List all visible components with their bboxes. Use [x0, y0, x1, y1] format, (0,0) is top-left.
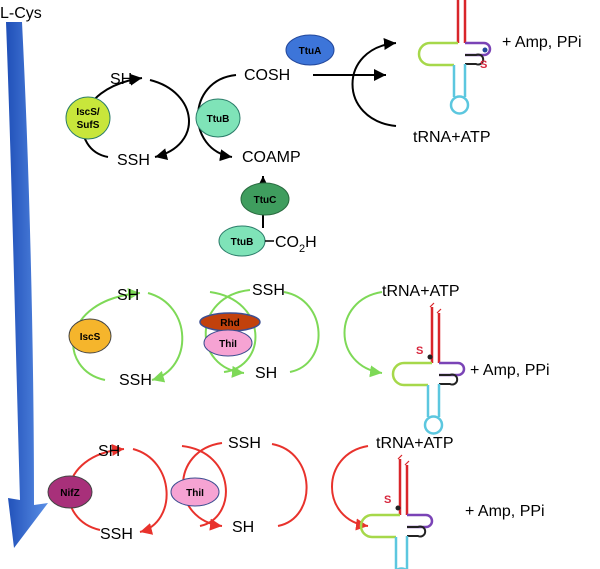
product-label-3: + Amp, PPi: [465, 503, 545, 520]
sulfur-label-2: S: [416, 345, 423, 357]
iscs-sufs-enzyme: [65, 96, 111, 140]
thii-enzyme-3: [170, 477, 220, 507]
sh-label-1: SH: [110, 71, 132, 88]
pathway-1: SH SSH COSH COAMP IscS/ SufS TtuB TtuA T…: [65, 0, 582, 257]
sh-right-2: SH: [255, 365, 277, 382]
product-label-2: + Amp, PPi: [470, 362, 550, 379]
ttub-carrier-label: TtuB: [207, 114, 230, 125]
trna-structure-2: [391, 301, 466, 435]
pathway-2: SH SSH SSH SH IscS Rhd ThiI tRNA+ATP S +…: [68, 282, 550, 435]
l-cys-label: L-Cys: [0, 5, 42, 22]
sulfur-label-3: S: [384, 494, 391, 506]
ttub-carrier-enzyme: [195, 98, 241, 138]
arc-trna-atp-1: [351, 38, 397, 127]
ttua-label: TtuA: [299, 46, 322, 57]
arc-trna-atp-3b: [271, 443, 308, 527]
co2h-label: CO2H: [275, 234, 317, 255]
arc-sh-to-ssh-2: [147, 292, 184, 383]
ttub-bottom-label: TtuB: [231, 237, 254, 248]
ssh-right-2: SSH: [252, 282, 285, 299]
trna-atp-label-2: tRNA+ATP: [382, 283, 460, 300]
ttua-enzyme: [285, 34, 335, 66]
ssh-left-3: SSH: [100, 526, 133, 543]
sh-right-3: SH: [232, 519, 254, 536]
iscs-label: IscS: [80, 332, 101, 343]
cosh-label: COSH: [244, 67, 290, 84]
sulfur-dot-2: [427, 354, 433, 360]
thii-label-3: ThiI: [186, 488, 204, 499]
arc-trna-atp-2b: [283, 291, 320, 373]
trna-atp-label-1: tRNA+ATP: [413, 129, 491, 146]
thii-label-2: ThiI: [219, 339, 237, 350]
trna-atp-label-3: tRNA+ATP: [376, 435, 454, 452]
sulfur-dot-3: [395, 505, 401, 511]
sh-left-2: SH: [117, 287, 139, 304]
arc-thii-sh-3: [181, 445, 227, 527]
iscs-sufs-line2: SufS: [77, 120, 100, 131]
product-label-1: + Amp, PPi: [502, 34, 582, 51]
sh-left-3: SH: [98, 443, 120, 460]
arc-sh-to-ssh-1: [149, 79, 190, 160]
nifz-label: NifZ: [60, 488, 79, 499]
ttuc-label: TtuC: [254, 195, 277, 206]
arc-thii-sh-2: [209, 291, 257, 373]
arc-thii-ssh-2: [204, 289, 251, 378]
ssh-right-3: SSH: [228, 435, 261, 452]
ssh-left-2: SSH: [119, 372, 152, 389]
ssh-label-1: SSH: [117, 152, 150, 169]
arc-trna-atp-3: [331, 445, 369, 531]
l-cys-flow-arrow: [6, 22, 48, 548]
arc-sh-to-ssh-3: [132, 448, 168, 535]
iscs-sufs-line1: IscS/: [76, 107, 100, 118]
nifz-enzyme: [47, 475, 93, 509]
trna-structure-1: [417, 0, 492, 115]
ttuc-enzyme: [240, 182, 290, 216]
sulfur-label-1: S: [480, 59, 487, 71]
iscs-enzyme: [68, 318, 112, 354]
arc-trna-atp-2: [343, 291, 383, 378]
pathway-3: SH SSH SSH SH NifZ ThiI tRNA+ATP S + Amp…: [47, 435, 545, 569]
coamp-label: COAMP: [242, 149, 301, 166]
thii-enzyme-2: [203, 329, 253, 357]
sulfur-dot-1: [482, 47, 488, 53]
rhd-label: Rhd: [220, 318, 239, 329]
trna-structure-3: [359, 453, 434, 569]
